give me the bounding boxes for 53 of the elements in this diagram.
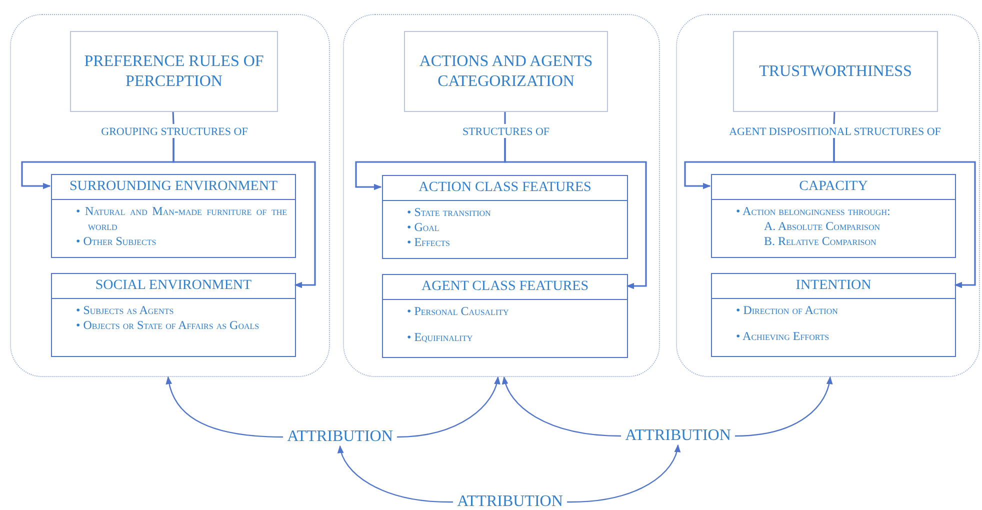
arrow [566, 444, 680, 503]
connector-line [833, 110, 836, 124]
arrow [166, 376, 284, 438]
dotted-rounded-panel [343, 14, 660, 377]
bullet-item: • Action belongingness through: [736, 204, 892, 219]
arrow [396, 376, 500, 438]
title-box [404, 31, 608, 112]
bullet-item: • Natural and Man-made furniture of the world [76, 204, 287, 234]
arrow [338, 445, 454, 503]
box-heading: CAPACITY [712, 175, 955, 200]
bullet-item: • Goal [407, 220, 440, 235]
title-box [70, 31, 278, 112]
category-box [382, 274, 628, 358]
box-heading: SOCIAL ENVIRONMENT [52, 274, 295, 299]
connector-text: AGENT DISPOSITIONAL STRUCTURES OF [717, 125, 953, 139]
connector-text: STRUCTURES OF [453, 125, 559, 139]
connector-line [172, 110, 174, 124]
title-text: PREFERENCE RULES OF PERCEPTION [83, 52, 265, 92]
bullet-item: • Other Subjects [76, 234, 158, 249]
bullet-item: • Equifinality [407, 330, 474, 345]
title-box [733, 31, 938, 112]
title-text: ACTIONS AND AGENTS CATEGORIZATION [418, 52, 594, 92]
attribution-text: ATTRIBUTION [453, 494, 567, 510]
attribution-text: ATTRIBUTION [283, 428, 397, 446]
box-heading: ACTION CLASS FEATURES [383, 176, 627, 201]
bullet-item: • Personal Causality [407, 304, 510, 319]
connector-text: GROUPING STRUCTURES OF [87, 125, 262, 139]
dotted-rounded-panel [676, 14, 980, 377]
bullet-item: • Objects or State of Affairs as Goals [76, 318, 260, 333]
bullet-item: • Direction of Action [736, 303, 839, 318]
list-item: A. Absolute Comparison [763, 219, 882, 234]
box-heading: AGENT CLASS FEATURES [383, 275, 627, 300]
list-item: B. Relative Comparison [763, 234, 878, 249]
bullet-item: • Subjects as Agents [76, 303, 175, 318]
title-text: TRUSTWORTHINESS [759, 62, 912, 82]
arrow [172, 138, 316, 288]
box-heading: INTENTION [712, 274, 955, 299]
bullet-item: • Achieving Efforts [736, 329, 830, 344]
category-box [382, 175, 628, 259]
bullet-item: • State transition [407, 205, 492, 220]
category-box [711, 273, 956, 357]
arrow [502, 376, 622, 437]
dotted-rounded-panel [10, 14, 330, 377]
arrow [734, 376, 832, 437]
arrow [833, 138, 976, 288]
box-heading: SURROUNDING ENVIRONMENT [52, 175, 295, 200]
connector-line [504, 111, 506, 124]
category-box [51, 174, 296, 258]
category-box [711, 174, 956, 258]
category-box [51, 273, 296, 357]
attribution-text: ATTRIBUTION [621, 427, 735, 445]
bullet-item: • Effects [407, 235, 451, 250]
arrow [504, 138, 647, 290]
